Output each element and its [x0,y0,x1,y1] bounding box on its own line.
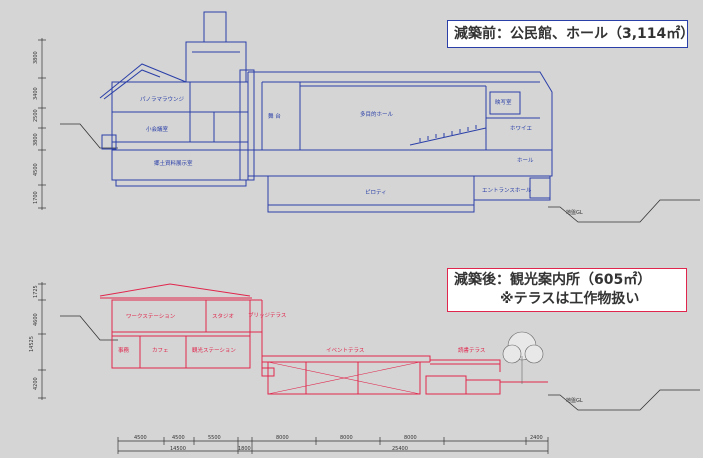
hall-seating [409,127,487,146]
room-event-terrace: イベントテラス [326,347,364,354]
label-after-line1: 減築後：観光案内所（605㎡） [454,272,652,288]
room-hall: 多目的ホール [360,110,394,118]
before-room-labels: パノラマラウンジ 小会議室 郷土資料展示室 舞 台 多目的ホール 映写室 ホワイ… [140,95,534,196]
label-after-line2: ※テラスは工作物扱い [500,291,640,307]
room-projection: 映写室 [495,98,512,106]
foundation-before [115,180,247,187]
tree-illustration [502,331,544,384]
roof-slope [99,63,187,99]
room-panorama: パノラマラウンジ [140,95,185,103]
room-office: 事務 [118,346,130,354]
room-cafe: カフェ [152,347,169,354]
ground-line-before-right [548,199,700,223]
label-before: 減築前：公民館、ホール（3,114㎡） [447,20,694,48]
gl-after-mark: 地盤GL [566,397,583,404]
after-height-dimensions [38,282,46,400]
after-section [38,282,700,411]
event-terrace [262,355,431,362]
after-roof [99,283,251,297]
room-archive: 郷土資料展示室 [154,159,193,167]
dim-1: 4500 [134,435,147,441]
room-piloti: ピロティ [365,189,387,196]
ground-line-after-left [60,315,118,341]
dim-5: 8000 [276,435,289,441]
after-room-labels: ワークステーション スタジオ ブリッジテラス 事務 カフェ 観光ステーション イ… [118,311,485,354]
dim-7: 8000 [404,435,417,441]
after-height-total: 14525 [29,336,35,352]
before-marks: 地盤GL 3800 3400 2500 3800 4500 1700 [33,51,583,216]
bottom-dimension-labels: 4500 4500 5500 14500 1800 8000 8000 8000… [134,435,543,452]
ground-line-before-left [60,123,118,149]
dim-4: 1800 [238,446,251,452]
dim-6: 8000 [340,435,353,441]
dim-2: 4500 [172,435,185,441]
after-height-1: 1725 [33,285,39,298]
room-hall2: ホール [517,157,534,164]
before-height-5: 4500 [33,163,39,176]
before-height-4: 3800 [33,133,39,146]
before-height-2: 3400 [33,87,39,100]
tower [203,11,227,43]
before-height-1: 3800 [33,51,39,64]
room-tourist-station: 観光ステーション [192,346,236,354]
dim-left-total: 14500 [170,446,186,452]
room-bridge-terrace: ブリッジテラス [248,311,286,319]
before-height-6: 1700 [33,191,39,204]
before-section [38,11,700,223]
room-studio: スタジオ [212,312,234,320]
ground-line-after-right [548,389,700,411]
before-height-3: 2500 [33,109,39,122]
label-after: 減築後：観光案内所（605㎡） ※テラスは工作物扱い [447,268,687,312]
dim-8: 2400 [530,435,543,441]
gl-before-mark: 地盤GL [566,209,583,216]
room-foyer: ホワイエ [510,125,532,132]
room-reading-terrace: 読書テラス [458,346,485,354]
dim-right-total: 25400 [392,446,408,452]
after-height-3: 4200 [33,377,39,390]
room-stage: 舞 台 [268,112,281,120]
after-height-2: 4600 [33,313,39,326]
before-height-dimensions [38,38,46,210]
room-workstation-upper: ワークステーション [126,313,176,320]
after-marks: 地盤GL 1725 4600 4200 14525 [29,285,583,404]
hall-outline [247,71,553,177]
room-entrance: エントランスホール [482,187,532,194]
reading-terrace [430,359,501,372]
bottom-dimensions [117,437,549,454]
room-small-hall: 小会議室 [146,125,169,133]
dim-3: 5500 [208,435,221,441]
